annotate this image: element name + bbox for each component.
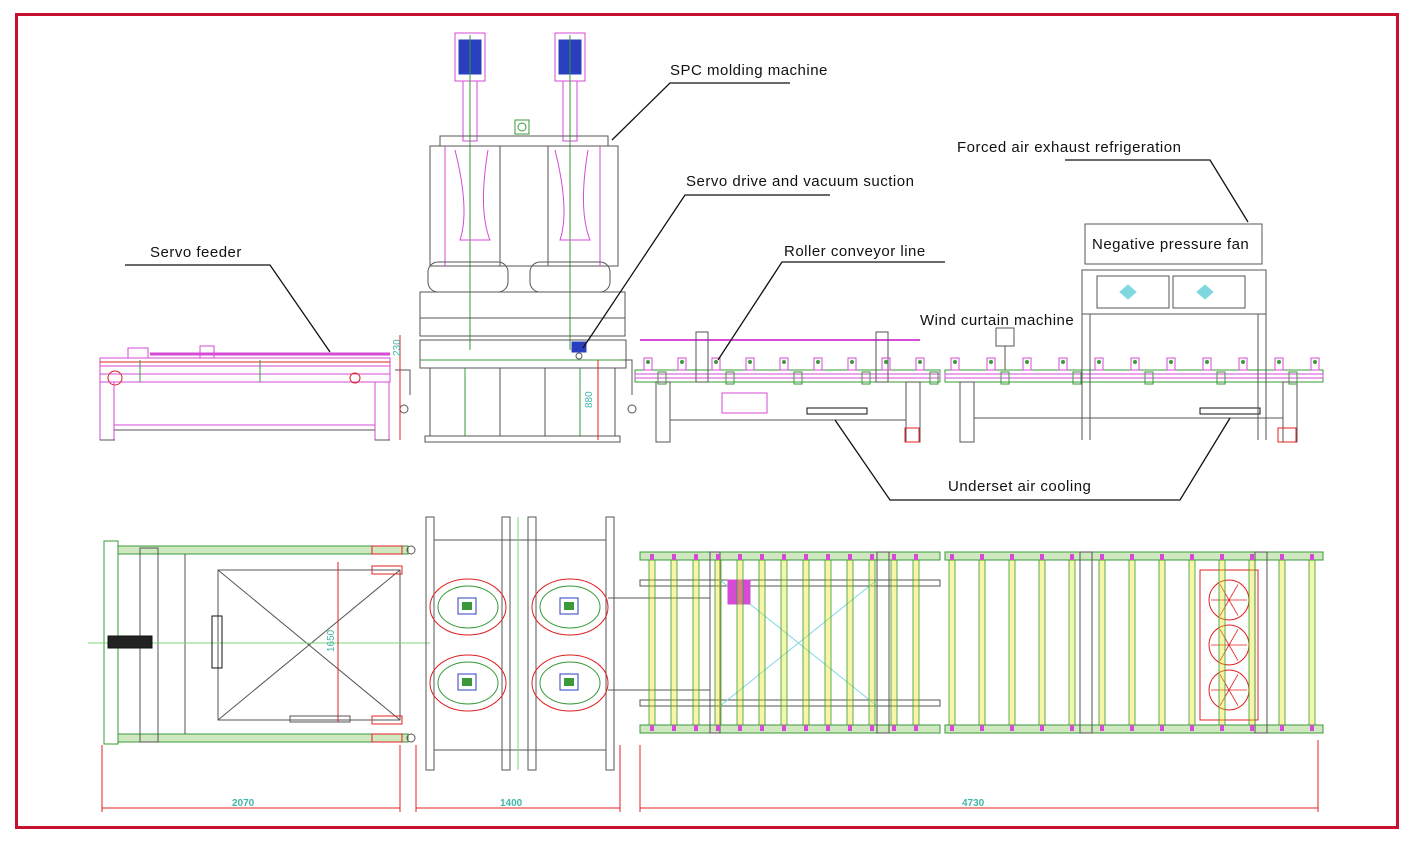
roller-plan: [1038, 554, 1046, 731]
roller-bearing: [779, 357, 803, 385]
feeder-plan: [88, 540, 430, 745]
roller-bearing: [847, 357, 871, 385]
roller-bearing: [1130, 357, 1154, 385]
roller-bearing: [1274, 357, 1298, 385]
roller-plan: [890, 554, 898, 731]
roller-bearing: [813, 357, 823, 371]
roller-plan: [714, 554, 722, 731]
leader-lines: [125, 82, 1249, 501]
label-forced-air-exhaust-refrigeration: Forced air exhaust refrigeration: [957, 139, 1181, 156]
label-negative-pressure-fan: Negative pressure fan: [1092, 236, 1249, 253]
roller-plan: [670, 554, 678, 731]
dim-880: 880: [584, 391, 595, 408]
conveyor-rollers-elevation: [643, 357, 1320, 385]
dim-2070: 2070: [232, 798, 255, 809]
roller-bearing: [677, 357, 687, 371]
roller-plan: [948, 554, 956, 731]
label-roller-conveyor-line: Roller conveyor line: [784, 243, 926, 260]
roller-bearing: [1058, 357, 1082, 385]
label-servo-feeder: Servo feeder: [150, 244, 242, 261]
roller-bearing: [950, 357, 960, 371]
fan-icon: [1208, 579, 1250, 621]
roller-bearing: [1202, 357, 1226, 385]
roller-bearing: [1166, 357, 1176, 371]
roller-plan: [1008, 554, 1016, 731]
roller-conveyor-section-1: [634, 331, 941, 443]
roller-plan: [1308, 554, 1316, 731]
dim-230: 230: [392, 339, 403, 356]
roller-plan: [1128, 554, 1136, 731]
plan-view: 2070 1400 4730 1650: [88, 516, 1324, 812]
roller-bearing: [1022, 357, 1032, 371]
dim-4730: 4730: [962, 798, 985, 809]
conveyor-plan-section-1: [639, 551, 941, 734]
servo-feeder-unit: [99, 345, 391, 441]
roller-plan: [846, 554, 854, 731]
roller-plan: [692, 554, 700, 731]
roller-plan: [1248, 554, 1256, 731]
dimension-lines: [101, 740, 1319, 812]
red-border-frame: [15, 13, 1399, 829]
roller-plan: [868, 554, 876, 731]
roller-plan: [1218, 554, 1226, 731]
roller-bearing: [1310, 357, 1320, 371]
roller-plan: [1098, 554, 1106, 731]
dim-1400: 1400: [500, 798, 523, 809]
fan-icon: [1208, 624, 1250, 666]
spc-molding-machine-unit: [395, 32, 637, 443]
roller-bearing: [915, 357, 939, 385]
roller-bearing: [745, 357, 755, 371]
label-spc-molding-machine: SPC molding machine: [670, 62, 828, 79]
underset-cooling-fans-plan: [1208, 579, 1250, 711]
elevation-view: SPC molding machine Servo drive and vacu…: [99, 32, 1324, 501]
roller-plan: [1068, 554, 1076, 731]
molding-plan: [425, 516, 710, 771]
roller-plan: [978, 554, 986, 731]
roller-plan: [802, 554, 810, 731]
label-underset-air-cooling: Underset air cooling: [948, 478, 1091, 495]
servo-vacuum-suction-unit: [571, 341, 587, 360]
conveyor-rollers-plan: [648, 554, 1316, 731]
callouts: SPC molding machine Servo drive and vacu…: [150, 62, 1249, 495]
roller-bearing: [986, 357, 1010, 385]
roller-plan: [780, 554, 788, 731]
roller-plan: [736, 554, 744, 731]
label-servo-drive-vacuum-suction: Servo drive and vacuum suction: [686, 173, 914, 190]
dim-1650: 1650: [326, 629, 337, 652]
roller-bearing: [1094, 357, 1104, 371]
roller-plan: [648, 554, 656, 731]
label-wind-curtain-machine: Wind curtain machine: [920, 312, 1074, 329]
roller-bearing: [881, 357, 891, 371]
roller-plan: [758, 554, 766, 731]
roller-bearing: [1238, 357, 1248, 371]
roller-bearing: [643, 357, 667, 385]
roller-plan: [1278, 554, 1286, 731]
roller-bearing: [711, 357, 735, 385]
roller-plan: [1158, 554, 1166, 731]
negative-pressure-fan-unit: [1081, 223, 1267, 440]
roller-plan: [912, 554, 920, 731]
roller-plan: [824, 554, 832, 731]
roller-plan: [1188, 554, 1196, 731]
fan-icon: [1208, 669, 1250, 711]
